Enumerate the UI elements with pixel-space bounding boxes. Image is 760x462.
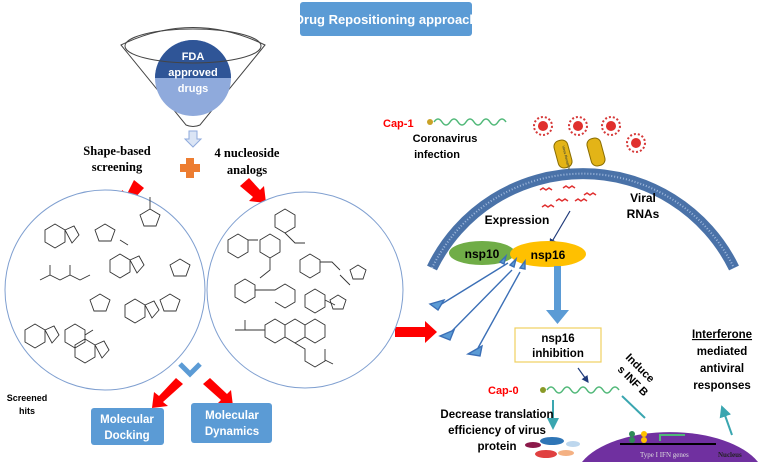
nsp16-inhibition-box: nsp16 inhibition (515, 328, 601, 362)
screening-label-2: screening (92, 160, 143, 174)
viral-rnas-label-1: Viral (630, 191, 656, 205)
nucleus-label: Nucleus (718, 451, 742, 459)
inhibitor-arrows (430, 256, 525, 356)
screening-label-1: Shape-based (83, 144, 150, 158)
infection-label-2: infection (414, 149, 460, 161)
interferone-label-4: responses (693, 380, 751, 392)
cap0-label: Cap-0 (488, 385, 519, 397)
interferone-label-1: Interferone (692, 329, 752, 341)
inhibition-label-1: nsp16 (541, 333, 574, 345)
plus-icon (180, 158, 200, 178)
viral-rna-fragments (540, 186, 596, 207)
infection-label-1: Coronavirus (413, 133, 478, 145)
induces-ifn-label: Induce s INF B (615, 352, 657, 399)
down-arrow-icon (185, 131, 201, 147)
decrease-label-3: protein (478, 441, 517, 453)
screened-hits-label-2: hits (19, 406, 35, 416)
interferone-label-2: mediated (697, 346, 748, 358)
expression-label: Expression (485, 213, 550, 227)
dynamics-label-2: Dynamics (205, 426, 259, 438)
docking-label-2: Docking (104, 430, 149, 442)
title: Drug Repositioning approach (295, 12, 478, 27)
virus-receptors: Virus Receptor (553, 137, 607, 171)
funnel-label-2: approved (168, 67, 218, 79)
funnel-label-1: FDA (182, 51, 205, 63)
expression-arrow (550, 211, 570, 245)
capped-rna-wave (547, 387, 619, 393)
decrease-label-2: efficiency of virus (448, 425, 546, 437)
funnel-label-3: drugs (178, 83, 209, 95)
cap-icon (540, 387, 546, 393)
screened-hits-circle (5, 190, 205, 390)
docking-label-1: Molecular (100, 414, 154, 426)
dynamics-label-1: Molecular (205, 410, 259, 422)
nucleoside-label-2: analogs (227, 163, 267, 177)
inhibition-arrow (546, 266, 569, 324)
nucleus: Type I IFN genes Nucleus (582, 431, 758, 462)
v-connector (180, 364, 200, 374)
cap1-label: Cap-1 (383, 118, 414, 130)
viral-rna-wave (434, 119, 506, 125)
nucleoside-label-1: 4 nucleoside (215, 146, 280, 160)
screened-hits-label-1: Screened (7, 393, 48, 403)
nsp16-label: nsp16 (531, 248, 566, 262)
protein-fragments (525, 437, 580, 458)
nucleus-genes-label: Type I IFN genes (640, 451, 689, 459)
inhibition-label-2: inhibition (532, 348, 584, 360)
cap-icon (427, 119, 433, 125)
interferone-label-3: antiviral (700, 363, 744, 375)
molecular-docking-box: Molecular Docking (91, 408, 164, 445)
title-box: Drug Repositioning approach (295, 2, 478, 36)
funnel: FDA approved drugs (121, 28, 265, 127)
decrease-label-1: Decrease translation (440, 409, 553, 421)
nsp10-label: nsp10 (465, 247, 500, 261)
viral-rnas-label-2: RNAs (627, 207, 660, 221)
molecular-dynamics-box: Molecular Dynamics (191, 403, 272, 443)
